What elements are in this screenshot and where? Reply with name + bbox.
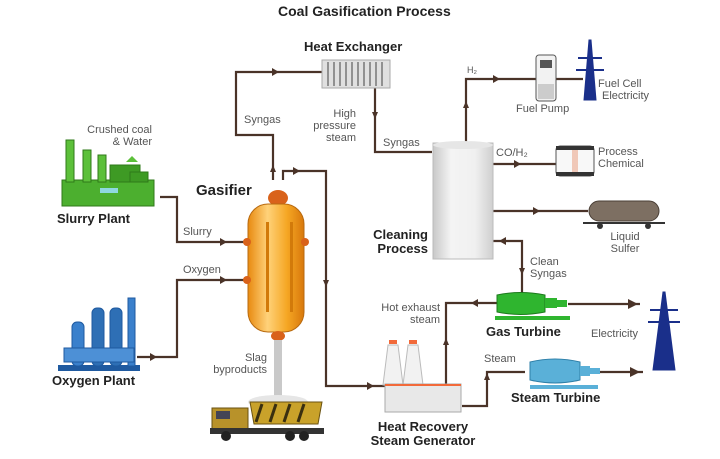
hot-exhaust-label: Hot exhaust steam	[362, 302, 440, 326]
oxygen-plant-icon[interactable]	[58, 297, 140, 371]
liquid-sulfer-label: Liquid Sulfer	[603, 231, 647, 255]
pipe-clean-syngas	[493, 239, 524, 300]
gas-turbine-label: Gas Turbine	[486, 324, 561, 339]
crushed-coal-line1: Crushed coal	[87, 124, 152, 136]
cleaning-line1: Cleaning	[373, 227, 428, 242]
clean-syngas-label: Clean Syngas	[530, 256, 567, 280]
co-h2-label: CO/H₂	[496, 147, 528, 159]
electricity-label: Electricity	[591, 328, 639, 340]
pipe-h2	[464, 77, 536, 143]
pipe-syngas-up	[234, 70, 322, 180]
gasifier-label: Gasifier	[196, 182, 252, 199]
steam-turbine-icon[interactable]	[529, 358, 600, 389]
slag-line2: byproducts	[213, 364, 267, 376]
heat-exchanger-label: Heat Exchanger	[304, 39, 403, 54]
gas-turbine-icon[interactable]	[495, 292, 570, 321]
slag-line1: Slag	[244, 352, 267, 364]
liquid-sulfer-line1: Liquid	[610, 231, 640, 243]
hot-exhaust-line1: Hot exhaust	[381, 302, 440, 314]
fuel-pump-label: Fuel Pump	[516, 103, 570, 115]
pipe-steam	[462, 370, 525, 408]
oxygen-label: Oxygen	[183, 264, 221, 276]
fuel-cell-label: Fuel Cell Electricity	[598, 78, 649, 102]
high-pressure-steam-label: High pressure steam	[296, 108, 356, 144]
cleaning-line2: Process	[377, 241, 428, 256]
process-chemical-label: Process Chemical	[598, 146, 644, 170]
hps-line2: pressure	[313, 120, 356, 132]
fuel-cell-tower-icon	[576, 39, 604, 101]
cleaning-process-label: Cleaning Process	[356, 228, 428, 256]
fuel-pump-icon[interactable]	[535, 54, 557, 102]
liquid-sulfer-line2: Sulfer	[610, 243, 640, 255]
steam-label: Steam	[484, 353, 516, 365]
hps-line3: steam	[326, 132, 356, 144]
hps-line1: High	[333, 108, 356, 120]
slurry-plant-label: Slurry Plant	[57, 211, 130, 226]
clean-syngas-line2: Syngas	[530, 268, 567, 280]
process-chemical-line2: Chemical	[598, 158, 644, 170]
steam-turbine-label: Steam Turbine	[511, 390, 601, 405]
diagram-title: Coal Gasification Process	[278, 3, 451, 19]
syngas-up-label: Syngas	[244, 114, 281, 126]
electricity-tower-icon	[648, 291, 680, 371]
h2-label: H₂	[467, 65, 477, 75]
pipe-syngas-down	[373, 88, 432, 154]
oxygen-plant-label: Oxygen Plant	[52, 373, 136, 388]
pipe-hot-exhaust	[444, 301, 500, 385]
process-chemical-icon[interactable]	[555, 145, 595, 177]
slag-label: Slag byproducts	[205, 352, 267, 376]
hrsg-icon[interactable]	[382, 340, 462, 413]
cleaning-process-icon[interactable]	[432, 141, 494, 260]
crushed-coal-label: Crushed coal & Water	[60, 124, 152, 148]
slurry-label: Slurry	[183, 226, 212, 238]
pipe-steam-loop	[281, 169, 390, 388]
crushed-coal-line2: & Water	[112, 136, 152, 148]
gasifier-icon[interactable]	[243, 190, 309, 400]
tanker-car-icon[interactable]	[583, 200, 665, 229]
flow-arrows	[150, 68, 640, 390]
syngas-in-label: Syngas	[383, 137, 420, 149]
pipe-oxygen	[137, 278, 245, 359]
hrsg-line1: Heat Recovery	[377, 419, 469, 434]
heat-exchanger-icon[interactable]	[321, 59, 391, 89]
clean-syngas-line1: Clean	[530, 256, 559, 268]
fuel-cell-line2: Electricity	[602, 90, 650, 102]
hrsg-label: Heat Recovery Steam Generator	[356, 420, 490, 448]
pipe-slurry	[160, 195, 245, 244]
truck-icon	[210, 395, 324, 441]
hot-exhaust-line2: steam	[410, 314, 440, 326]
slurry-plant-icon[interactable]	[61, 139, 155, 207]
fuel-cell-line1: Fuel Cell	[598, 78, 642, 90]
hrsg-line2: Steam Generator	[370, 433, 476, 448]
process-chemical-line1: Process	[598, 146, 638, 158]
